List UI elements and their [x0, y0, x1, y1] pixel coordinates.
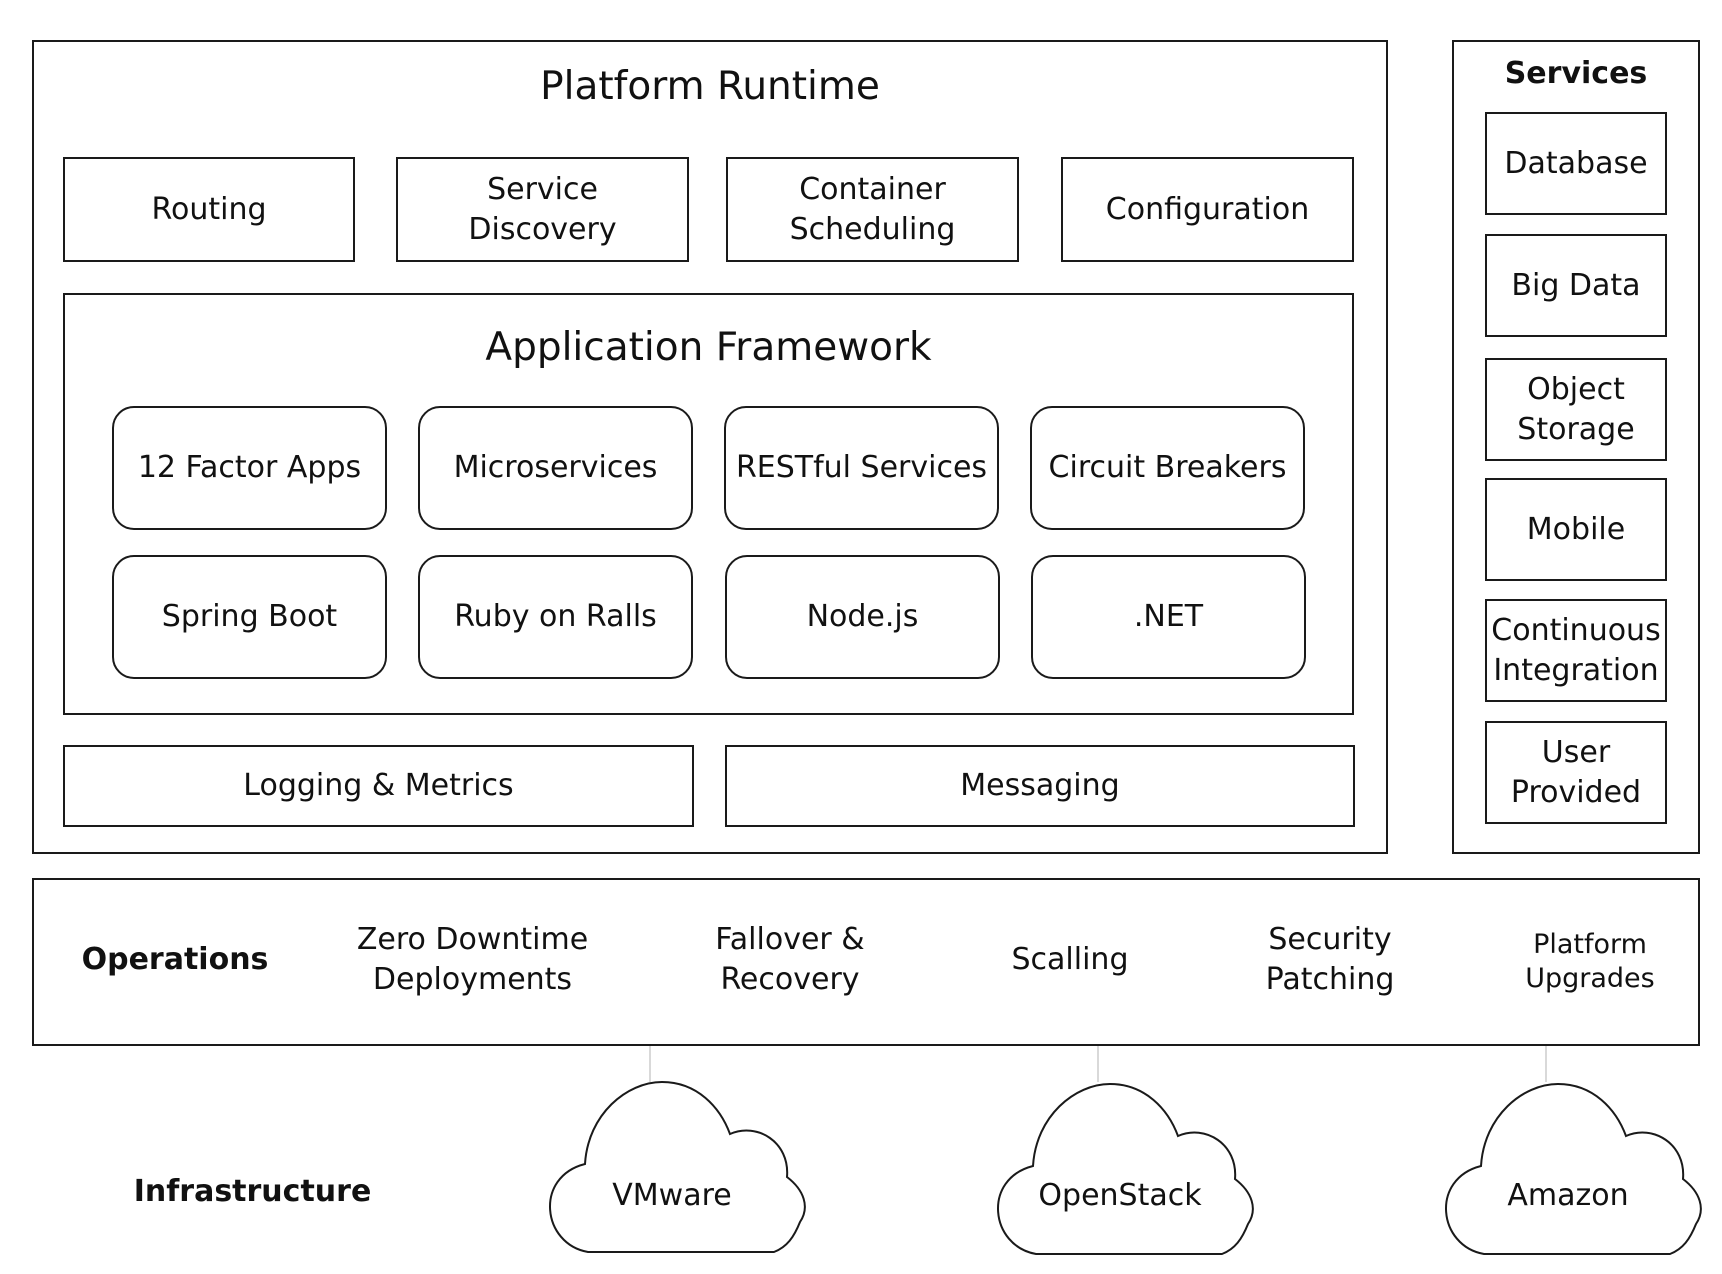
framework-item-nodejs: Node.js: [725, 555, 1000, 679]
framework-item-microservices: Microservices: [418, 406, 693, 530]
cloud-amazon-label: Amazon: [1507, 1178, 1629, 1213]
logging-metrics-box: Logging & Metrics: [63, 745, 694, 827]
service-user-provided: User Provided: [1485, 721, 1667, 824]
platform-runtime-title: Platform Runtime: [540, 64, 880, 109]
service-database: Database: [1485, 112, 1667, 215]
operation-scalling: Scalling: [1011, 942, 1129, 977]
messaging-box: Messaging: [725, 745, 1355, 827]
cloud-vmware-icon: [549, 1081, 806, 1253]
framework-item-12-factor-apps: 12 Factor Apps: [112, 406, 387, 530]
services-title: Services: [1504, 56, 1648, 91]
operation-security-patching: Security Patching: [1265, 922, 1395, 997]
operation-fallover-recovery: Fallover & Recovery: [715, 922, 865, 997]
routing-box: Routing: [63, 157, 355, 262]
operation-zero-downtime-deployments: Zero Downtime Deployments: [356, 922, 589, 997]
framework-item-dotnet: .NET: [1031, 555, 1306, 679]
cloud-vmware-label: VMware: [612, 1178, 732, 1213]
operations-panel: [32, 878, 1700, 1046]
application-framework-title: Application Framework: [485, 325, 932, 370]
infrastructure-title: Infrastructure: [133, 1174, 372, 1209]
cloud-openstack-label: OpenStack: [1038, 1178, 1202, 1213]
framework-item-restful-services: RESTful Services: [724, 406, 999, 530]
service-mobile: Mobile: [1485, 478, 1667, 581]
service-continuous-integration: Continuous Integration: [1485, 599, 1667, 702]
cloud-openstack-icon: [997, 1083, 1254, 1255]
framework-item-circuit-breakers: Circuit Breakers: [1030, 406, 1305, 530]
service-discovery-box: Service Discovery: [396, 157, 689, 262]
cloud-amazon-icon: [1445, 1083, 1702, 1255]
configuration-box: Configuration: [1061, 157, 1354, 262]
framework-item-spring-boot: Spring Boot: [112, 555, 387, 679]
framework-item-ruby-on-rails: Ruby on Ralls: [418, 555, 693, 679]
operation-platform-upgrades: Platform Upgrades: [1525, 929, 1655, 994]
container-scheduling-box: Container Scheduling: [726, 157, 1019, 262]
service-big-data: Big Data: [1485, 234, 1667, 337]
service-object-storage: Object Storage: [1485, 358, 1667, 461]
operations-title: Operations: [81, 942, 269, 977]
